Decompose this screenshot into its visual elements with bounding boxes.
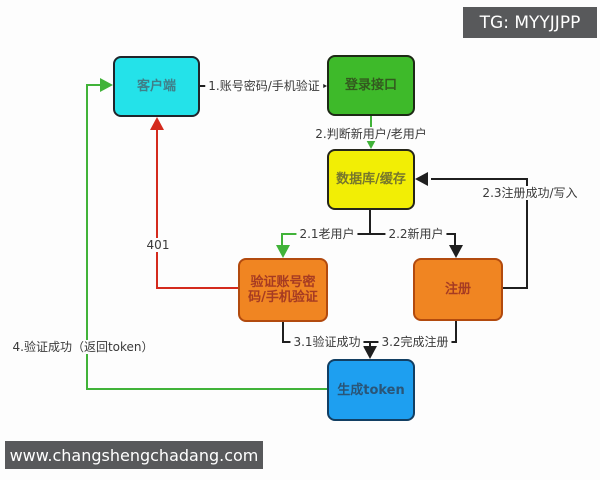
node-login-api: 登录接口 [327,55,415,116]
edge-branch-green-segment-line [282,233,304,235]
edge-new-user-line [454,233,456,247]
node-database-cache-label: 数据库/缓存 [336,172,406,187]
edge-verify-down-line [282,322,284,343]
arrowhead-into-token-icon [363,346,377,359]
arrowhead-into-register-icon [449,245,463,258]
arrowhead-into-client-bottom-icon [150,117,164,130]
edge-label-1: 1.账号密码/手机验证 [205,79,323,93]
edge-label-2-1: 2.1老用户 [296,227,358,241]
edge-label-3-1: 3.1验证成功 [290,335,364,349]
edge-401-horizontal-line [156,287,238,289]
edge-return-bottom-line [86,388,327,390]
edge-register-writeback-bottom-line [502,287,528,289]
node-verify-line2: 码/手机验证 [248,290,318,305]
arrowhead-into-db-right-icon [415,172,428,186]
tg-watermark-badge: TG: MYYJJPP [463,7,597,38]
node-generate-token: 生成token [327,359,415,421]
edge-label-2-3: 2.3注册成功/写入 [479,186,581,200]
edge-register-down-line [455,321,457,343]
node-client-label: 客户端 [136,79,176,94]
edge-label-2-2: 2.2新用户 [385,227,447,241]
node-verify-credentials-label: 验证账号密 码/手机验证 [248,275,318,305]
node-register-label: 注册 [444,282,471,297]
edge-return-vertical-line [86,84,88,390]
node-login-api-label: 登录接口 [344,78,397,93]
node-verify-credentials: 验证账号密 码/手机验证 [238,258,328,322]
site-watermark-text: www.changshengchadang.com [9,445,259,465]
edge-label-2: 2.判断新用户/老用户 [312,127,430,141]
edge-db-branch-stem-line [369,209,371,235]
node-verify-line1: 验证账号密 [250,275,316,290]
edge-register-writeback-vertical-line [526,178,528,289]
arrowhead-into-client-left-icon [100,78,113,92]
arrowhead-into-verify-icon [276,245,290,258]
site-watermark-bar: www.changshengchadang.com [5,441,263,469]
edge-return-top-line [86,84,102,86]
node-generate-token-label: 生成token [337,382,405,398]
node-database-cache: 数据库/缓存 [327,149,415,210]
tg-watermark-text: TG: MYYJJPP [479,12,581,33]
node-register: 注册 [413,258,503,321]
edge-branch-horizontal-line [282,233,456,235]
edge-register-writeback-top-line [431,178,528,180]
edge-401-vertical-line [156,128,158,289]
edge-old-user-line [281,233,283,247]
edge-label-4: 4.验证成功（返回token） [9,340,157,354]
node-client: 客户端 [113,56,200,117]
edge-token-stub-line [369,341,371,349]
edge-label-3-2: 3.2完成注册 [378,335,452,349]
edge-label-401: 401 [143,238,173,252]
